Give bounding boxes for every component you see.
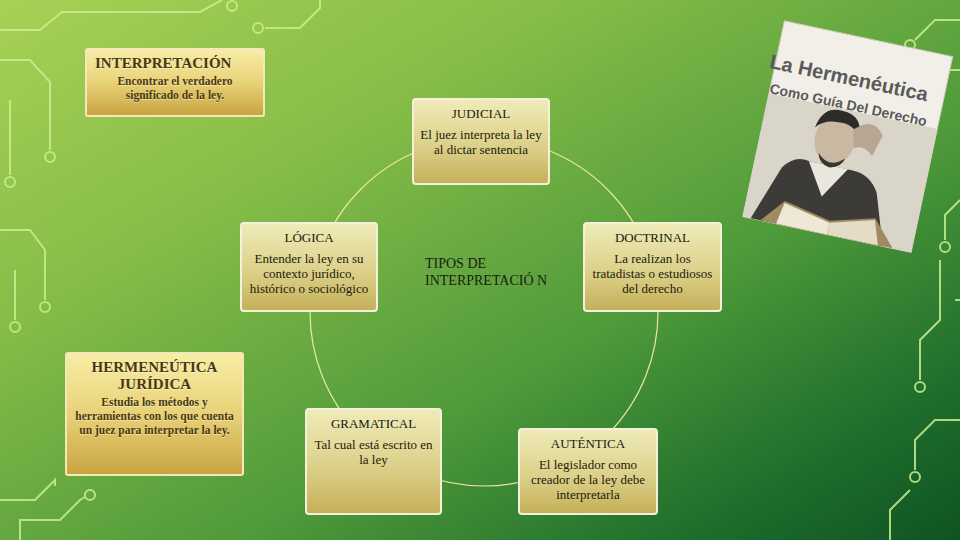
node-body: Estudia los métodos y herramientas con l… (75, 395, 234, 437)
node-body: La realizan los tratadistas o estudiosos… (590, 251, 715, 296)
type-box: AUTÉNTICA El legislador como creador de l… (518, 428, 658, 515)
type-box: LÓGICA Entender la ley en su contexto jur… (240, 222, 378, 312)
node-body: Entender la ley en su contexto jurídico,… (247, 251, 371, 296)
node-heading: INTERPRETACIÓN (95, 55, 255, 72)
node-heading: DOCTRINAL (590, 230, 715, 245)
type-box: JUDICIAL El juez interpreta la ley al dic… (412, 98, 550, 185)
node-heading: TIPOS DE INTERPRETACIÓ N (425, 255, 575, 289)
node-body: Encontrar el verdadero significado de la… (95, 74, 255, 102)
node-heading: HERMENEÚTICA JURÍDICA (75, 359, 234, 393)
node-heading: JUDICIAL (419, 106, 543, 121)
definition-box: HERMENEÚTICA JURÍDICAEstudia los métodos… (65, 352, 244, 476)
node-heading: AUTÉNTICA (525, 436, 651, 451)
type-box: GRAMATICAL Tal cual está escrito en la le… (305, 408, 442, 515)
node-body: El legislador como creador de la ley deb… (525, 457, 651, 502)
node-body: El juez interpreta la ley al dictar sent… (419, 127, 543, 157)
node-heading: LÓGICA (247, 230, 371, 245)
node-body: Tal cual está escrito en la ley (312, 437, 435, 467)
node-heading: GRAMATICAL (312, 416, 435, 431)
type-box: DOCTRINAL La realizan los tratadistas o e… (583, 222, 722, 312)
book-cover (743, 21, 953, 252)
definition-box: INTERPRETACIÓN Encontrar el verdadero sig… (85, 48, 265, 117)
